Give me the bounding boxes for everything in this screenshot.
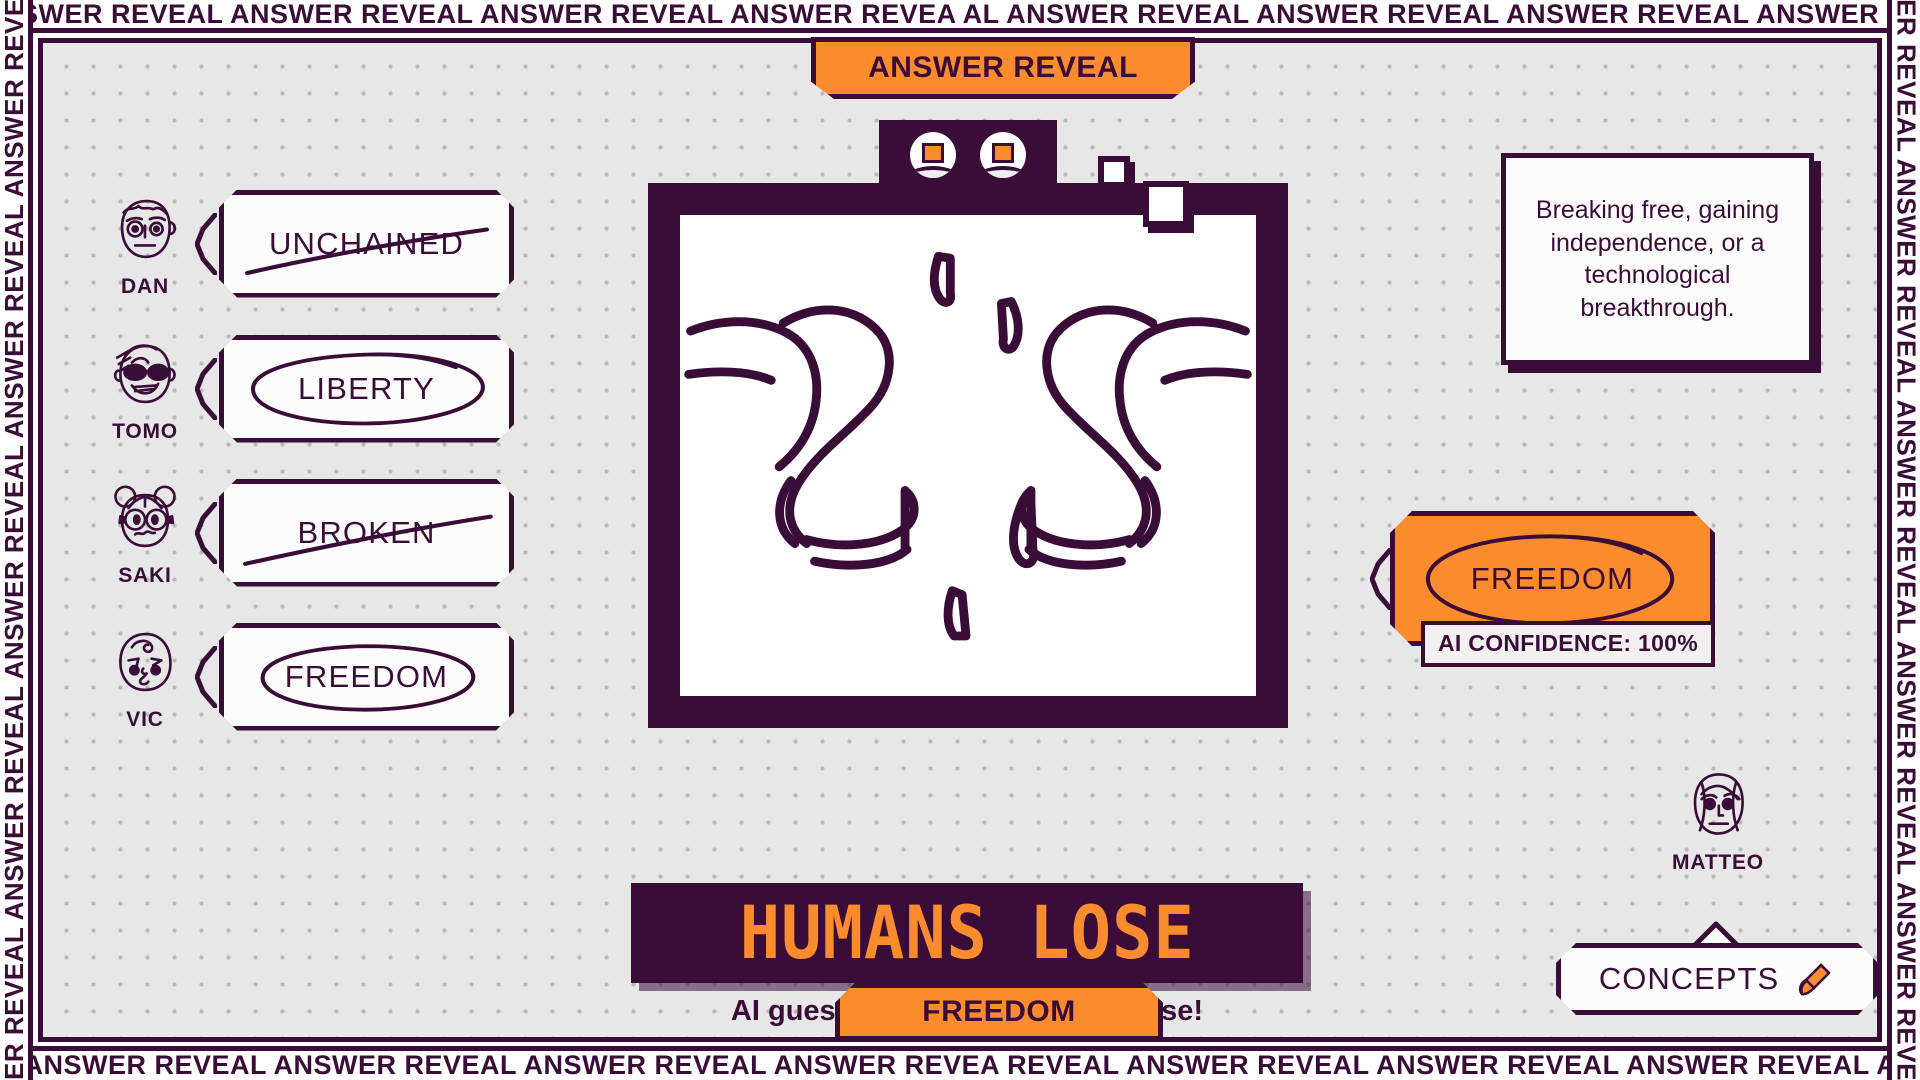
result-banner: HUMANS LOSE bbox=[631, 883, 1303, 983]
ai-confidence-badge: AI CONFIDENCE: 100% bbox=[1421, 621, 1716, 667]
robot-pupil-left bbox=[922, 143, 944, 163]
saki-avatar-icon bbox=[114, 485, 176, 548]
avatar: DAN bbox=[95, 188, 195, 299]
concepts-button[interactable]: CONCEPTS bbox=[1556, 943, 1878, 1015]
player-row: DAN UNCHAINED bbox=[95, 188, 514, 299]
marquee-bottom-text: L ANSWER REVEAL ANSWER REVEAL ANSWER REV… bbox=[0, 1050, 1920, 1080]
marquee-left: NSWER REVEAL ANSWER REVEAL ANSWER REVEAL… bbox=[0, 0, 33, 1080]
player-name: SAKI bbox=[118, 564, 172, 587]
player-guess-card[interactable]: BROKEN bbox=[219, 479, 514, 587]
robot-head-icon bbox=[879, 120, 1057, 190]
deco-square-large bbox=[1143, 181, 1189, 227]
avatar: TOMO bbox=[95, 333, 195, 444]
bracket-icon bbox=[195, 357, 217, 420]
robot-eye-right bbox=[980, 132, 1026, 178]
player-guess-card[interactable]: UNCHAINED bbox=[219, 190, 514, 298]
player-guess-card[interactable]: LIBERTY bbox=[219, 335, 514, 443]
player-guess-text: LIBERTY bbox=[297, 370, 436, 406]
bracket-icon bbox=[195, 501, 217, 564]
bracket-icon bbox=[195, 212, 217, 275]
player-name: TOMO bbox=[112, 420, 178, 443]
matteo-avatar-icon bbox=[1693, 773, 1744, 835]
answer-reveal-pill-label: ANSWER REVEAL bbox=[868, 51, 1138, 84]
dan-avatar-icon bbox=[120, 199, 177, 259]
ai-answer-text: FREEDOM bbox=[1470, 560, 1635, 596]
marquee-bottom: L ANSWER REVEAL ANSWER REVEAL ANSWER REV… bbox=[0, 1046, 1920, 1080]
pencil-icon bbox=[1793, 958, 1835, 1000]
bracket-icon bbox=[195, 645, 217, 708]
concepts-button-label: CONCEPTS bbox=[1598, 961, 1780, 996]
illustration-canvas bbox=[680, 215, 1256, 696]
player-guess-text: BROKEN bbox=[297, 514, 436, 550]
player-guess-text: FREEDOM bbox=[284, 658, 449, 694]
player-row: TOMO LIBERTY bbox=[95, 333, 514, 444]
host-avatar-wrap: MATTEO bbox=[1663, 763, 1773, 875]
marquee-left-text: NSWER REVEAL ANSWER REVEAL ANSWER REVEAL… bbox=[0, 0, 29, 1080]
illustration-panel bbox=[648, 183, 1288, 728]
host-name: MATTEO bbox=[1672, 851, 1764, 874]
player-guess-text: UNCHAINED bbox=[268, 225, 465, 261]
tomo-avatar-icon bbox=[113, 344, 176, 404]
answer-reveal-pill: ANSWER REVEAL bbox=[811, 37, 1195, 99]
answer-word-pill-label: FREEDOM bbox=[922, 995, 1076, 1028]
player-name: VIC bbox=[126, 708, 164, 731]
player-row: VIC FREEDOM bbox=[95, 621, 514, 732]
player-row: SAKI BROKEN bbox=[95, 477, 514, 588]
marquee-top: NSWER REVEAL ANSWER REVEAL ANSWER REVEAL… bbox=[0, 0, 1920, 33]
speech-tail-icon bbox=[1693, 921, 1739, 947]
marquee-right-text: NSWER REVEAL ANSWER REVEAL ANSWER REVEAL… bbox=[1891, 0, 1920, 1080]
game-board: DAN UNCHAINED bbox=[38, 37, 1882, 1042]
broken-chain-illustration bbox=[684, 251, 1252, 641]
hint-box: Breaking free, gaining independence, or … bbox=[1501, 153, 1814, 365]
marquee-right: NSWER REVEAL ANSWER REVEAL ANSWER REVEAL… bbox=[1887, 0, 1920, 1080]
result-headline: HUMANS LOSE bbox=[739, 890, 1195, 976]
hint-text: Breaking free, gaining independence, or … bbox=[1535, 196, 1780, 322]
vic-avatar-icon bbox=[119, 632, 172, 692]
answer-word-pill: FREEDOM bbox=[835, 983, 1163, 1041]
robot-eye-left bbox=[910, 132, 956, 178]
marquee-top-text: NSWER REVEAL ANSWER REVEAL ANSWER REVEAL… bbox=[0, 0, 1908, 29]
ai-bracket-icon bbox=[1370, 548, 1392, 610]
player-guess-card[interactable]: FREEDOM bbox=[219, 623, 514, 731]
avatar: SAKI bbox=[95, 477, 195, 588]
avatar: VIC bbox=[95, 621, 195, 732]
player-name: DAN bbox=[121, 275, 169, 298]
robot-pupil-right bbox=[992, 143, 1014, 163]
deco-square-small bbox=[1098, 156, 1130, 188]
